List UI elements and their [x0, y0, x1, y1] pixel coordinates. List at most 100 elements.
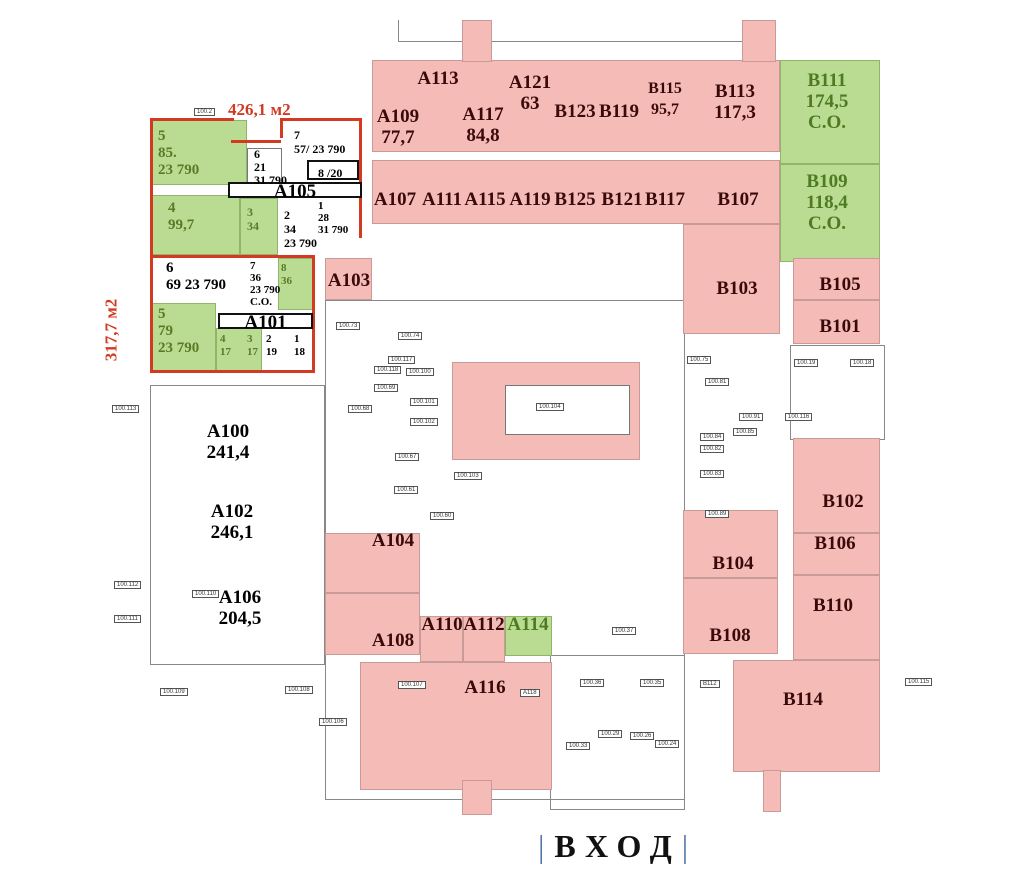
room-label-line: B107 [717, 189, 759, 210]
room-a116-fill [360, 662, 552, 790]
room-a104[interactable]: A104 [372, 530, 414, 551]
room-a113[interactable]: A113 [417, 68, 458, 89]
room-tag: 100.81 [705, 378, 730, 386]
room-label-line: B102 [822, 491, 864, 512]
room-label-line: B110 [812, 595, 854, 616]
a105-corridor: A105 [228, 182, 362, 201]
top-row-fill [372, 60, 780, 152]
room-label-line: B103 [716, 278, 758, 299]
room-label-line: B101 [819, 316, 861, 337]
room-tag: 100.18 [850, 359, 875, 367]
b114-tail [763, 770, 781, 812]
room-b108-fill [683, 578, 778, 654]
room-b123[interactable]: B123 [554, 101, 595, 122]
room-b119[interactable]: B119 [599, 101, 639, 122]
room-a107[interactable]: A107 [374, 189, 416, 210]
room-a119[interactable]: A119 [509, 189, 550, 210]
a105-unit6-fill [247, 148, 282, 183]
room-label-line: B108 [709, 625, 751, 646]
room-label-line: A108 [371, 630, 415, 651]
second-row-fill [372, 160, 780, 224]
lower-block-area: 317,7 м2 [101, 298, 121, 362]
room-a108[interactable]: A108 [372, 630, 414, 651]
room-b121[interactable]: B121 [601, 189, 642, 210]
room-label-line: A114 [507, 614, 549, 635]
room-b114[interactable]: B114 [783, 689, 823, 710]
room-b106[interactable]: B106 [814, 533, 855, 554]
room-b110[interactable]: B110 [813, 595, 853, 616]
room-b102-fill [793, 438, 880, 533]
room-label-line: B106 [814, 533, 856, 554]
room-b104[interactable]: B104 [712, 553, 753, 574]
room-tag: A118 [520, 689, 540, 697]
room-tag: 100.89 [705, 510, 730, 518]
room-tag: 100.83 [700, 470, 725, 478]
room-b125[interactable]: B125 [554, 189, 595, 210]
room-b108[interactable]: B108 [709, 625, 750, 646]
room-tag: 100.75 [687, 356, 712, 364]
room-tag: 100.37 [612, 627, 637, 635]
room-a116[interactable]: A116 [464, 677, 505, 698]
room-b102[interactable]: B102 [822, 491, 863, 512]
room-label-line: A113 [417, 68, 459, 89]
room-a110[interactable]: A110 [421, 614, 462, 635]
room-label-line: A111 [421, 189, 463, 210]
room-label-line: B119 [598, 101, 640, 122]
a105-unit8[interactable]: 8 /20 [318, 166, 343, 180]
room-b117[interactable]: B117 [645, 189, 685, 210]
room-a115[interactable]: A115 [464, 189, 505, 210]
room-tag: 100.29 [598, 730, 623, 738]
room-tag: 100.85 [733, 428, 758, 436]
room-label-line: A107 [373, 189, 417, 210]
room-b105[interactable]: B105 [819, 274, 860, 295]
wall-north [398, 20, 743, 42]
room-tag: 100.33 [566, 742, 591, 750]
room-tag: 100.69 [374, 384, 399, 392]
room-a112[interactable]: A112 [463, 614, 504, 635]
a116-tail [462, 780, 492, 815]
room-label-line: B109 [806, 171, 848, 192]
room-label-line: A116 [464, 677, 506, 698]
room-a114[interactable]: A114 [507, 614, 548, 635]
room-label-line: 117,3 [714, 102, 756, 123]
a101-outline [150, 255, 315, 373]
a117-tower [462, 20, 492, 62]
room-b107[interactable]: B107 [717, 189, 758, 210]
room-a110-fill [420, 616, 463, 662]
room-label-line: A117 [462, 104, 504, 125]
room-b101[interactable]: B101 [819, 316, 860, 337]
room-b103[interactable]: B103 [716, 278, 757, 299]
upper-block-area: 426,1 м2 [228, 100, 291, 119]
a105-title: A105 [273, 181, 317, 202]
room-b105-fill [793, 258, 880, 300]
room-a111[interactable]: A111 [422, 189, 462, 210]
room-tag: 100.106 [319, 718, 347, 726]
room-label-line: C.O. [808, 112, 846, 133]
room-a103[interactable]: A103 [328, 270, 370, 291]
